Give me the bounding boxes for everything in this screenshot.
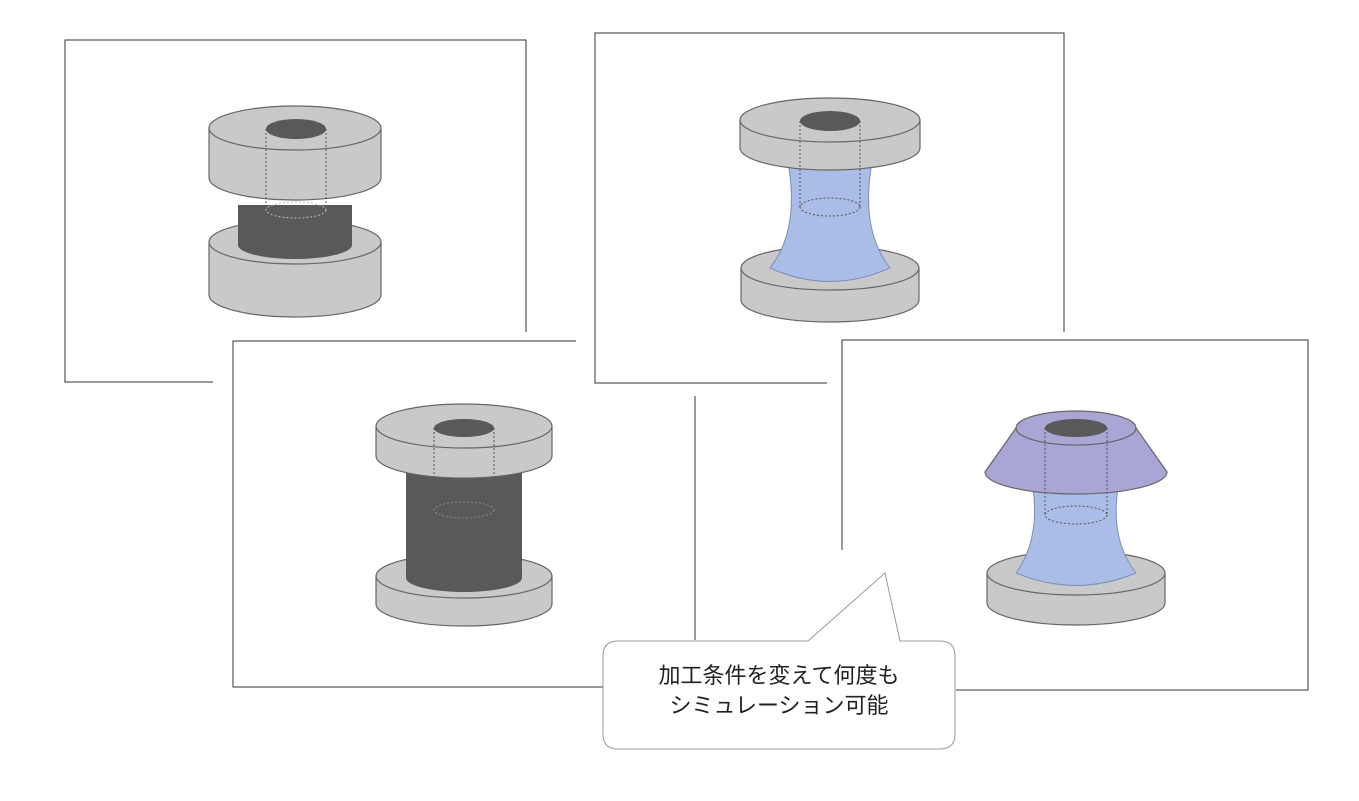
callout-text: 加工条件を変えて何度も シミュレーション可能 [603, 662, 955, 722]
panel-2-figure [375, 403, 553, 627]
punch-hole [800, 111, 860, 131]
callout-line-2: シミュレーション可能 [669, 694, 889, 719]
panel-3-figure [739, 97, 921, 323]
panel-1-frame [64, 39, 527, 383]
punch-hole [434, 419, 494, 437]
deformed-billet [769, 161, 891, 282]
billet [238, 205, 352, 259]
punch-hole [1045, 419, 1107, 437]
panel-3-frame [594, 32, 1065, 384]
panel-4-frame [841, 339, 1309, 691]
callout-line-1: 加工条件を変えて何度も [658, 664, 900, 689]
panel-4-figure [984, 410, 1168, 626]
punch-hole [266, 119, 326, 139]
billet [406, 465, 522, 592]
panel-2-frame [232, 340, 603, 688]
callout-bubble [602, 572, 956, 750]
deformed-billet [1015, 487, 1137, 586]
panel-1-figure [208, 105, 382, 318]
flared-head [984, 427, 1168, 495]
